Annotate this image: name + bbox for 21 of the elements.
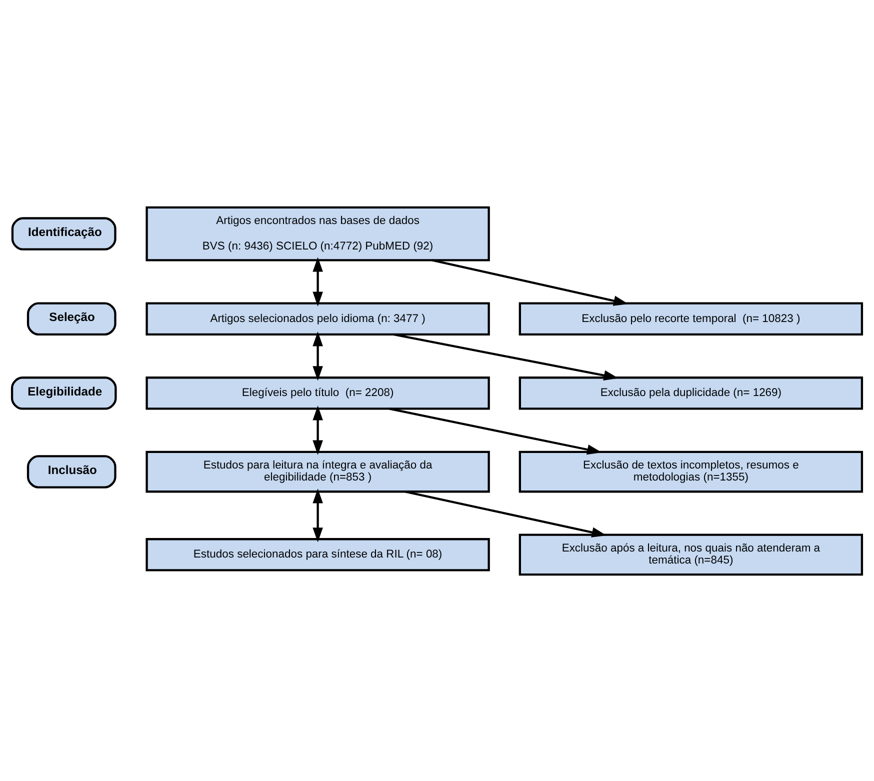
arrow	[312, 488, 323, 542]
arrow	[405, 490, 607, 537]
node-box: Exclusão de textos incompletos, resumos e metodologias (n=1355)	[518, 450, 864, 492]
node-box: Elegíveis pelo título (n= 2208)	[146, 376, 490, 410]
node-box: Seleção	[26, 302, 116, 335]
arrow	[393, 332, 619, 380]
node-box: Exclusão pelo recorte temporal (n= 10823 )	[518, 302, 864, 335]
node-box: Inclusão	[26, 454, 116, 488]
node-box: Artigos selecionados pelo idioma (n: 3477 )	[146, 302, 490, 335]
arrow	[388, 407, 602, 454]
node-box: Elegibilidade	[10, 376, 117, 410]
node-box: Estudos para leitura na íntegra e avaliação da elegibilidade (n=853 )	[146, 450, 490, 492]
node-box: Estudos selecionados para síntese da RIL (n= 08)	[146, 538, 490, 571]
node-box: Artigos encontrados nas bases de dados BVS (n: 9436) SCIELO (n:4772) PubMED (92)	[146, 206, 490, 261]
arrow	[312, 331, 323, 380]
arrow	[312, 256, 323, 306]
node-box: Exclusão pela duplicidade (n= 1269)	[518, 376, 864, 410]
node-box: Identificação	[11, 216, 116, 250]
node-box: Exclusão após a leitura, nos quais não atenderam a temática (n=845)	[518, 533, 864, 576]
arrow	[312, 405, 323, 455]
arrow	[432, 258, 628, 306]
